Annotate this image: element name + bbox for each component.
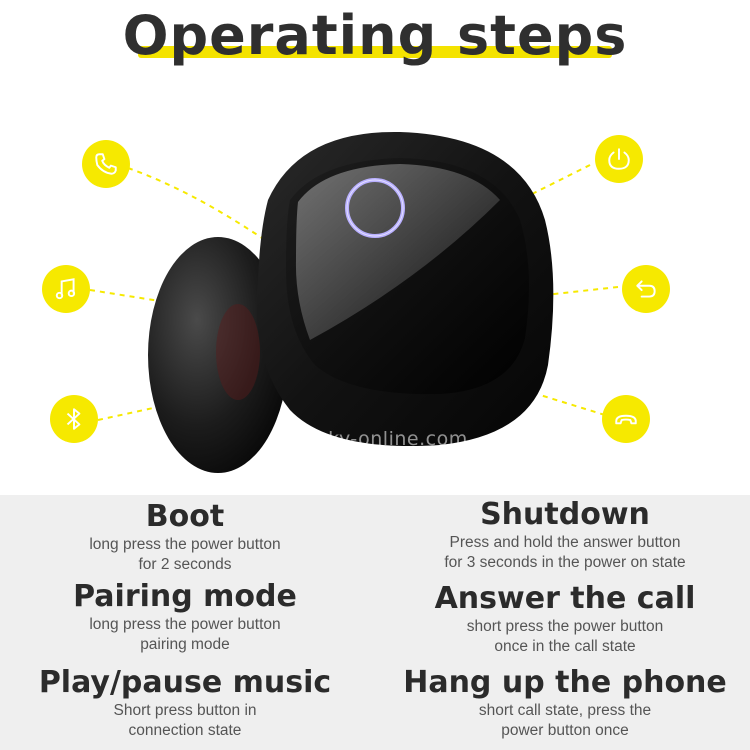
step-desc: short call state, press the [478, 702, 652, 719]
bluetooth-icon [50, 395, 98, 443]
ear-tip [148, 237, 288, 473]
earbud-illustration [89, 131, 619, 473]
step-shutdown: Shutdown Press and hold the answer butto… [380, 497, 750, 573]
step-desc: Short press button in [113, 702, 257, 719]
hang-up-icon [602, 395, 650, 443]
watermark: sunsky-online.com [282, 428, 468, 450]
step-pairing: Pairing mode long press the power button… [0, 579, 370, 655]
step-title: Hang up the phone [403, 665, 727, 700]
music-note-icon [42, 265, 90, 313]
step-desc: power button once [501, 722, 629, 739]
step-desc: once in the call state [494, 638, 636, 655]
step-boot: Boot long press the power button for 2 s… [0, 499, 370, 575]
product-scene: sunsky-online.com [0, 90, 750, 495]
step-desc: connection state [128, 722, 242, 739]
return-arrow-icon [622, 265, 670, 313]
step-desc: Press and hold the answer button [449, 534, 681, 551]
step-hangup: Hang up the phone short call state, pres… [380, 665, 750, 741]
step-title: Play/pause music [38, 665, 332, 700]
step-desc: pairing mode [140, 636, 230, 653]
step-title: Pairing mode [73, 579, 297, 614]
step-answer: Answer the call short press the power bu… [380, 581, 750, 657]
step-desc: for 2 seconds [138, 556, 232, 573]
page-title: Operating steps [122, 4, 628, 67]
step-title: Answer the call [434, 581, 696, 616]
step-desc: for 3 seconds in the power on state [444, 554, 686, 571]
step-title: Shutdown [480, 497, 650, 532]
step-desc: long press the power button [89, 536, 281, 553]
instructions-panel: Boot long press the power button for 2 s… [0, 495, 750, 750]
step-desc: short press the power button [466, 618, 664, 635]
power-icon [595, 135, 643, 183]
step-title: Boot [145, 499, 225, 534]
title-area: Operating steps [0, 0, 750, 90]
step-play: Play/pause music Short press button in c… [0, 665, 370, 741]
step-desc: long press the power button [89, 616, 281, 633]
phone-icon [82, 140, 130, 188]
title-highlight [138, 46, 612, 58]
